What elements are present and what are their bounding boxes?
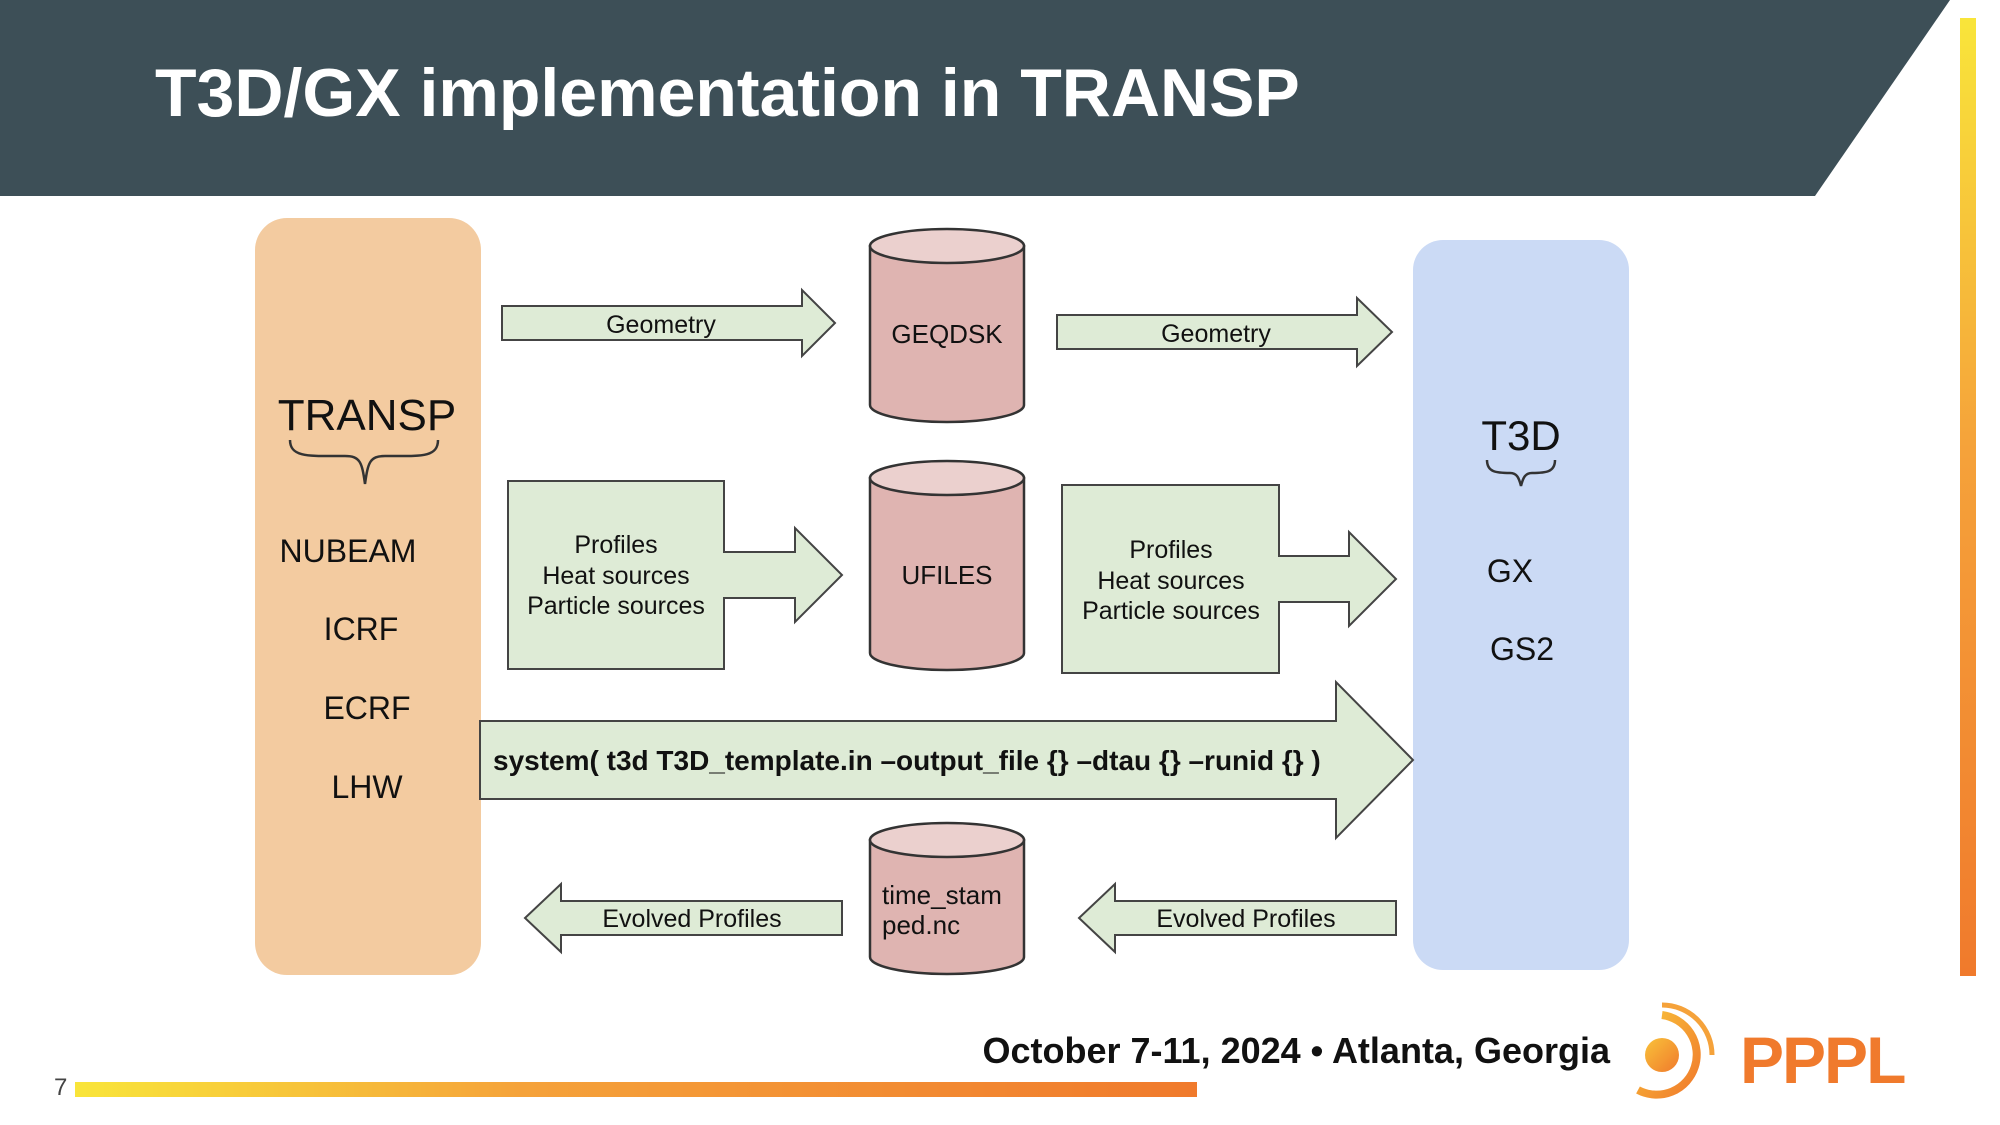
- t3d-module-gs2: GS2: [1490, 631, 1554, 667]
- geometry-label-right: Geometry: [1161, 320, 1271, 348]
- pppl-logo-icon: [1636, 1002, 1715, 1099]
- evolved-label-left: Evolved Profiles: [602, 905, 781, 933]
- profiles-left-line1: Profiles: [574, 531, 657, 559]
- slide-title: T3D/GX implementation in TRANSP: [155, 55, 1300, 131]
- system-call-arrow: [479, 679, 1415, 841]
- profiles-right-line3: Particle sources: [1082, 597, 1260, 625]
- evolved-arrow-left: [523, 881, 843, 955]
- profiles-right-line1: Profiles: [1129, 536, 1212, 564]
- timestamp-label-line1: time_stam: [882, 880, 1002, 910]
- transp-module-nubeam: NUBEAM: [280, 533, 417, 569]
- ufiles-label: UFILES: [901, 560, 992, 590]
- slide-number: 7: [54, 1074, 68, 1101]
- profiles-left-line2: Heat sources: [542, 562, 689, 590]
- footer-event-text: October 7-11, 2024 • Atlanta, Georgia: [982, 1030, 1610, 1071]
- t3d-box: [1413, 240, 1629, 970]
- timestamp-file-icon: [868, 821, 1026, 976]
- ufiles-file-icon: [868, 459, 1026, 672]
- t3d-brace-icon: [1485, 459, 1557, 487]
- geometry-label-left: Geometry: [606, 311, 716, 339]
- transp-label: TRANSP: [278, 391, 456, 440]
- profiles-arrow-right: [1061, 484, 1398, 674]
- transp-module-lhw: LHW: [331, 769, 403, 805]
- transp-module-icrf: ICRF: [324, 611, 399, 647]
- evolved-label-right: Evolved Profiles: [1156, 905, 1335, 933]
- profiles-arrow-left: [507, 480, 844, 670]
- t3d-label: T3D: [1481, 412, 1560, 459]
- t3d-module-gx: GX: [1487, 553, 1533, 589]
- geqdsk-file-icon: [868, 227, 1026, 424]
- pppl-logo-text: PPPL: [1740, 1023, 1905, 1097]
- profiles-left-line3: Particle sources: [527, 592, 705, 620]
- geometry-arrow-left: [501, 287, 837, 359]
- header-bar: [0, 0, 1950, 196]
- bottom-accent-bar: [75, 1082, 1197, 1097]
- right-accent-bar: [1960, 18, 1976, 976]
- profiles-right-line2: Heat sources: [1097, 567, 1244, 595]
- system-call-label: system( t3d T3D_template.in –output_file…: [493, 745, 1321, 776]
- geometry-arrow-right: [1056, 295, 1394, 369]
- transp-box: [255, 218, 481, 975]
- evolved-arrow-right: [1077, 881, 1397, 955]
- transp-brace-icon: [288, 439, 440, 485]
- transp-module-ecrf: ECRF: [323, 690, 410, 726]
- timestamp-label-line2: ped.nc: [882, 910, 960, 940]
- geqdsk-label: GEQDSK: [891, 319, 1003, 349]
